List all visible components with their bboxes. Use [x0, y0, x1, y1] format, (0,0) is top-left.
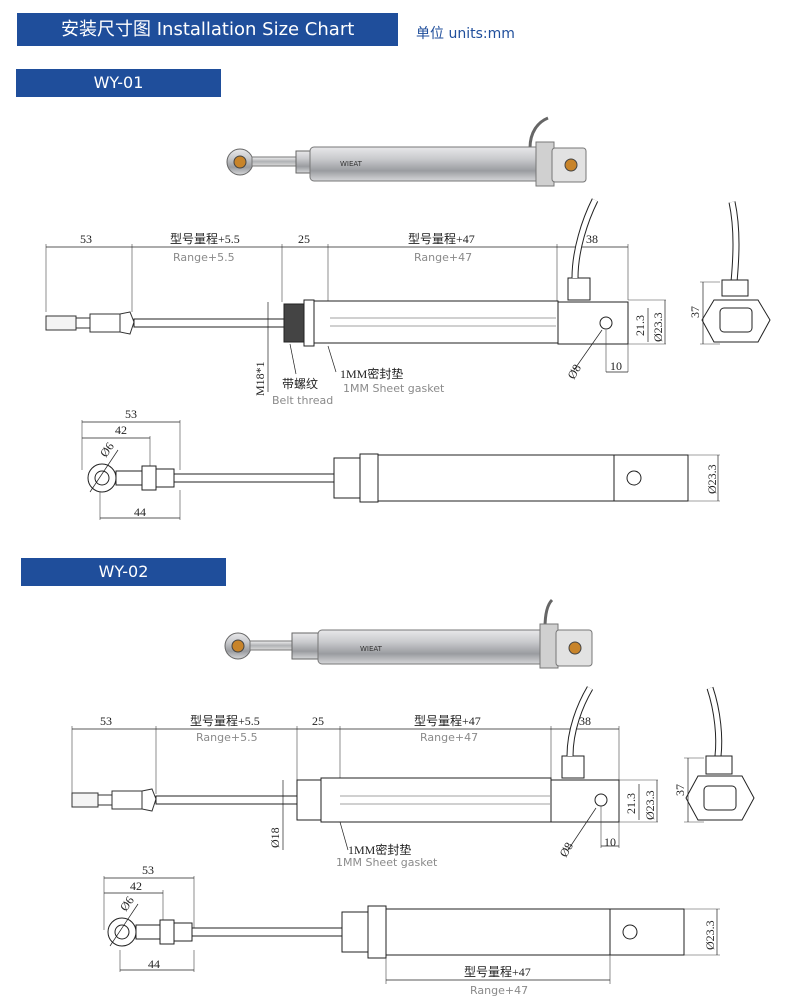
bottom-range47-cn: 型号量程+47: [464, 964, 531, 979]
bottom-range47-en: Range+47: [470, 984, 528, 997]
dim-m18: M18*1: [253, 361, 267, 396]
dim-range55-en: Range+5.5: [196, 731, 258, 744]
wy01-top-view: [81, 420, 720, 520]
dim-10: 10: [610, 359, 622, 373]
bottom-dim-d6: Ø6: [117, 894, 137, 914]
dim-23-3: Ø23.3: [651, 312, 665, 342]
dim-23-3: Ø23.3: [643, 790, 657, 820]
wy02-top-view: [103, 876, 720, 984]
bottom-dim-44: 44: [134, 505, 146, 519]
bottom-dim-d6: Ø6: [97, 440, 117, 460]
page-title: 安装尺寸图 Installation Size Chart: [17, 13, 398, 46]
gasket-label-en: 1MM Sheet gasket: [336, 856, 438, 869]
bottom-dim-42: 42: [115, 423, 127, 437]
wy01-end-view: [700, 201, 771, 345]
dim-d18: Ø18: [268, 827, 282, 848]
dim-37: 37: [688, 306, 702, 318]
dim-range55-en: Range+5.5: [173, 251, 235, 264]
gasket-label-cn: 1MM密封垫: [348, 842, 411, 857]
dim-range47-en: Range+47: [420, 731, 478, 744]
dim-range47-en: Range+47: [414, 251, 472, 264]
dim-21-3: 21.3: [624, 793, 638, 814]
dim-range55-cn: 型号量程+5.5: [190, 713, 260, 728]
wy02-side-view: [71, 686, 658, 851]
dim-53: 53: [80, 232, 92, 246]
dim-21-3: 21.3: [633, 315, 647, 336]
bottom-dim-d23-3: Ø23.3: [705, 464, 719, 494]
dim-d8: Ø8: [556, 840, 575, 860]
bottom-dim-53: 53: [125, 407, 137, 421]
dim-10: 10: [604, 835, 616, 849]
thread-label-en: Belt thread: [272, 394, 333, 407]
svg-text:WIEAT: WIEAT: [360, 645, 383, 653]
dim-range47-cn: 型号量程+47: [408, 231, 475, 246]
units-label: 单位 units:mm: [416, 26, 515, 42]
bottom-dim-44: 44: [148, 957, 160, 971]
section-label-wy01: WY-01: [16, 69, 221, 97]
wy01-side-view: [45, 198, 666, 392]
dim-38: 38: [579, 714, 591, 728]
wy02-product-photo: WIEAT: [224, 598, 593, 669]
svg-text:WIEAT: WIEAT: [340, 160, 363, 168]
thread-label-cn: 带螺纹: [282, 377, 318, 391]
bottom-dim-42: 42: [130, 879, 142, 893]
dim-d8: Ø8: [564, 362, 583, 382]
section-label-wy02: WY-02: [21, 558, 226, 586]
wy02-end-view: [684, 686, 755, 823]
bottom-dim-d23-3: Ø23.3: [703, 920, 717, 950]
gasket-label-en: 1MM Sheet gasket: [343, 382, 445, 395]
dim-37: 37: [673, 784, 687, 796]
dim-53: 53: [100, 714, 112, 728]
dim-38: 38: [586, 232, 598, 246]
bottom-dim-53: 53: [142, 863, 154, 877]
dim-range55-cn: 型号量程+5.5: [170, 231, 240, 246]
dim-25: 25: [298, 232, 310, 246]
dim-range47-cn: 型号量程+47: [414, 713, 481, 728]
gasket-label-cn: 1MM密封垫: [340, 366, 403, 381]
dim-25: 25: [312, 714, 324, 728]
wy01-product-photo: WIEAT: [226, 116, 587, 187]
